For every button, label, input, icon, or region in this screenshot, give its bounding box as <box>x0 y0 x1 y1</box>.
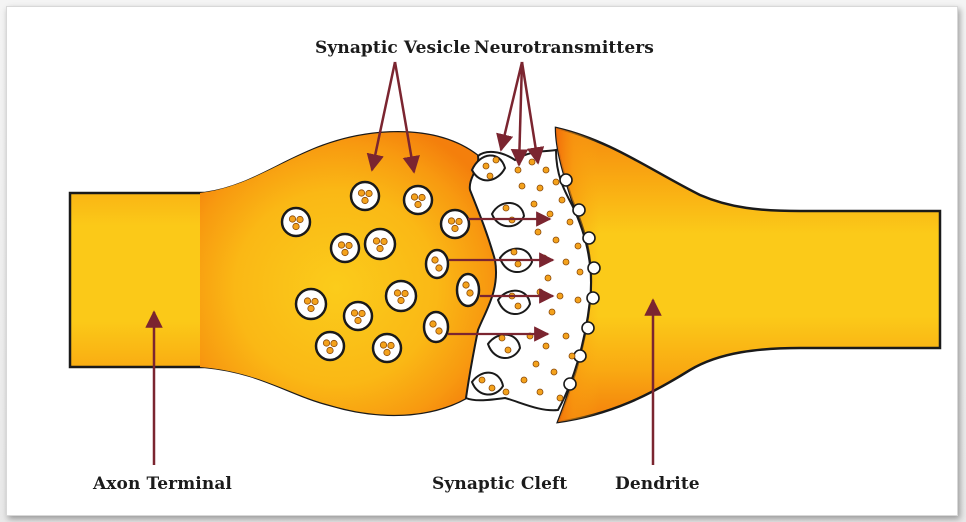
synaptic-cleft-label: Synaptic Cleft <box>432 474 567 494</box>
axon-terminal-label: Axon Terminal <box>93 474 232 494</box>
dendrite-label: Dendrite <box>615 474 700 494</box>
axon-bulb-shading <box>200 132 496 415</box>
synaptic-vesicle-label: Synaptic Vesicle <box>315 38 471 58</box>
neurotransmitters-label: Neurotransmitters <box>474 38 654 58</box>
